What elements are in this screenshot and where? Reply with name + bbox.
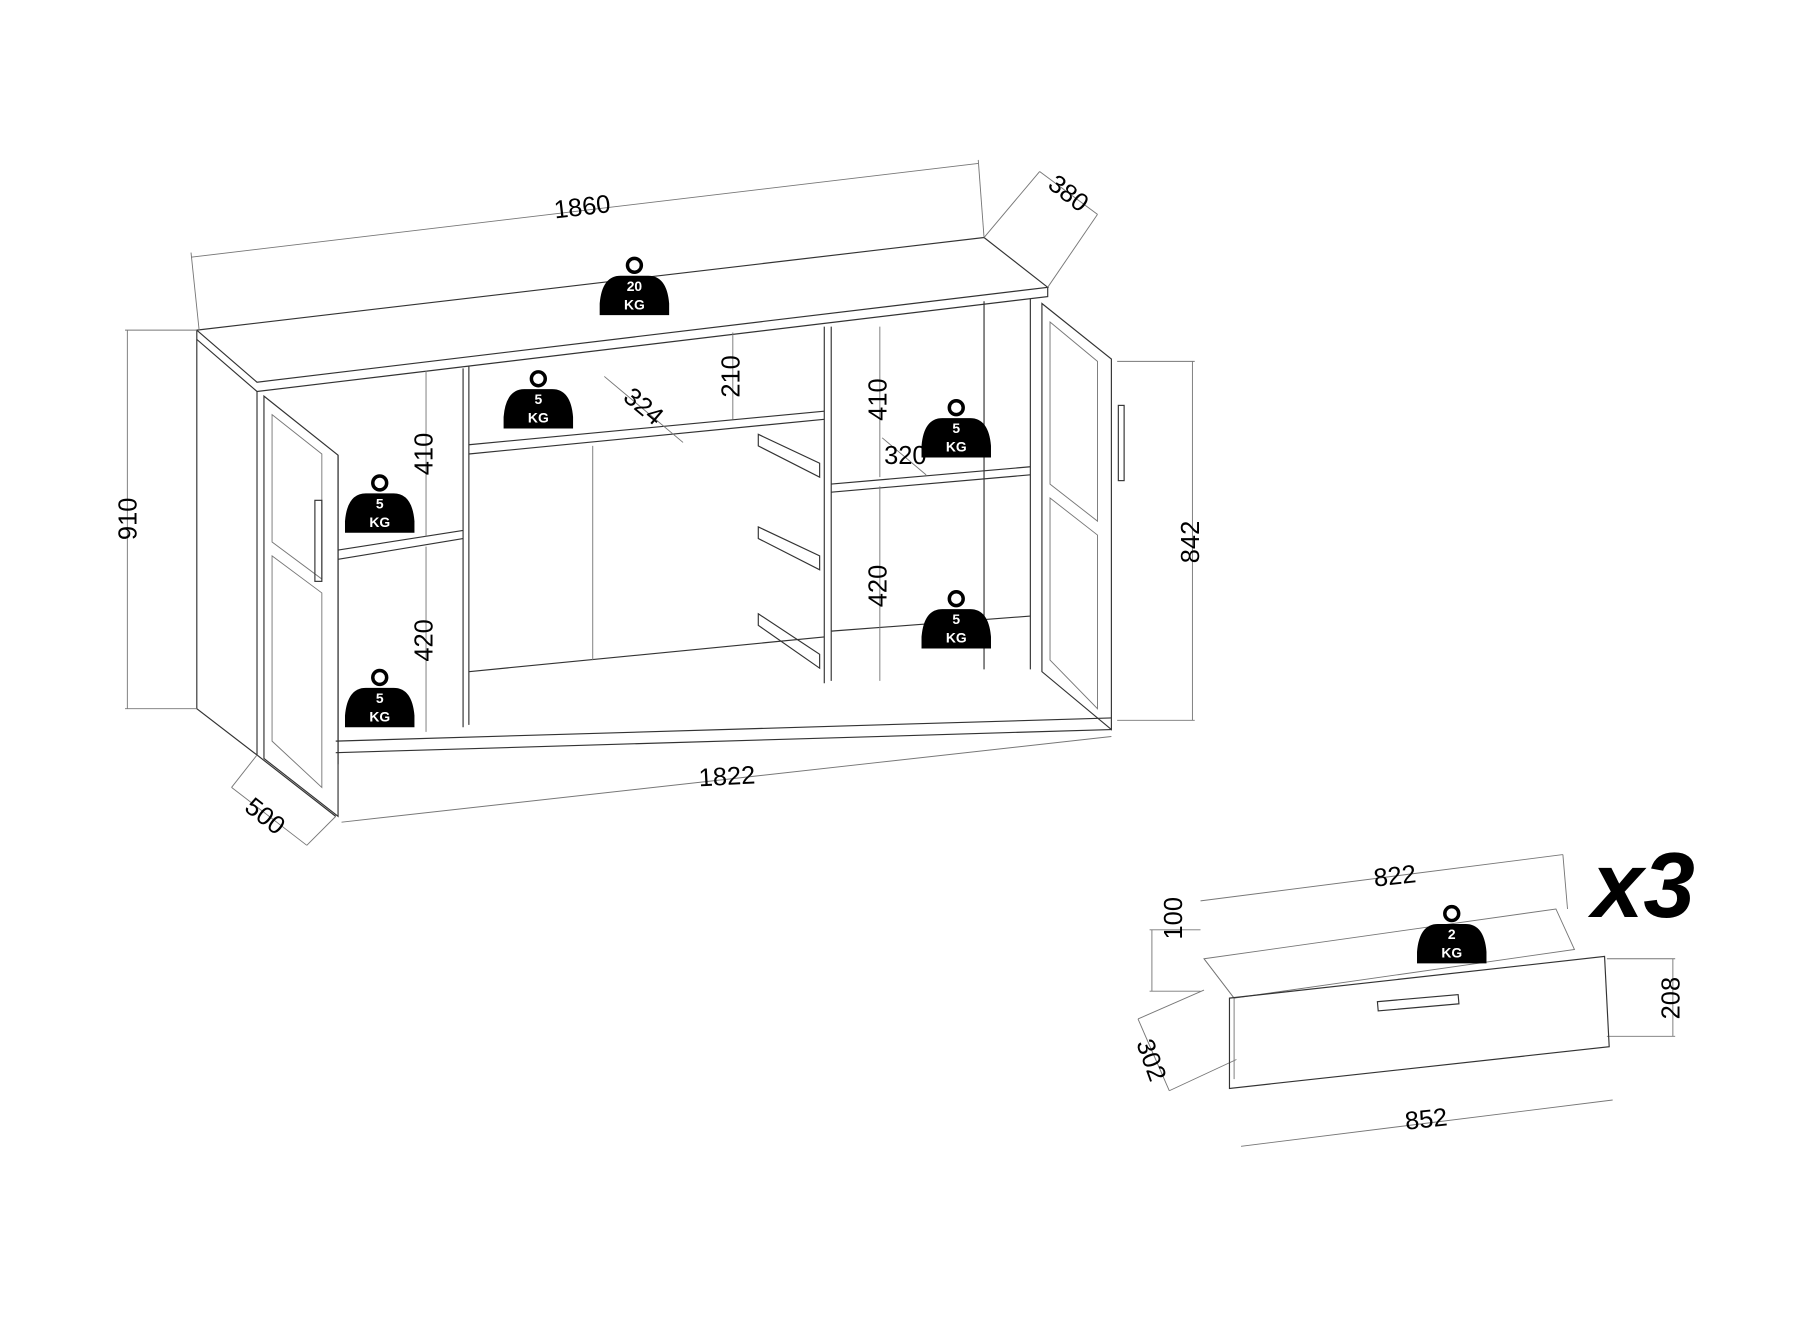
- svg-text:2: 2: [1448, 926, 1456, 942]
- dim-depth-top: 380: [1043, 170, 1094, 218]
- dim-width-top: 1860: [552, 190, 611, 224]
- svg-text:5: 5: [376, 690, 384, 706]
- svg-text:KG: KG: [369, 514, 390, 530]
- dimension-labels: 1860 380 910 842 1822 500 410 420 324 21…: [114, 170, 1685, 1136]
- weight-badge-right-bottom: 5KG: [921, 590, 991, 649]
- dim-drawer-front-width: 852: [1404, 1103, 1449, 1135]
- sideboard-drawing: [195, 236, 1125, 818]
- weight-badge-left-bottom: 5KG: [344, 668, 415, 728]
- dim-drawer-depth: 302: [1130, 1035, 1171, 1084]
- weight-badge-right-shelf: 5KG: [921, 399, 991, 458]
- drawer-drawing: [1203, 908, 1610, 1090]
- svg-text:5: 5: [376, 495, 384, 511]
- dim-inner-height: 842: [1177, 521, 1205, 563]
- svg-text:KG: KG: [528, 410, 549, 426]
- dim-width-bottom: 1822: [698, 761, 756, 792]
- dim-left-upper: 410: [411, 433, 439, 475]
- svg-text:5: 5: [534, 391, 542, 407]
- dim-left-lower: 420: [411, 619, 439, 661]
- weight-badge-drawer: 2KG: [1417, 904, 1487, 964]
- dim-right-shelf-depth: 320: [884, 442, 926, 470]
- svg-text:5: 5: [952, 611, 960, 627]
- svg-text:5: 5: [952, 420, 960, 436]
- svg-text:KG: KG: [369, 708, 390, 724]
- svg-text:KG: KG: [624, 296, 645, 312]
- dim-drawer-inner-width: 822: [1372, 860, 1417, 892]
- dim-right-upper: 410: [865, 378, 893, 420]
- svg-text:KG: KG: [1441, 945, 1462, 961]
- dimension-lines: [125, 159, 1676, 1147]
- dim-center-upper: 210: [718, 355, 746, 397]
- svg-text:KG: KG: [946, 630, 967, 646]
- svg-text:KG: KG: [946, 439, 967, 455]
- dim-height: 910: [114, 498, 142, 540]
- drawer-quantity-label: x3: [1587, 833, 1695, 937]
- dim-drawer-front-height: 208: [1658, 977, 1686, 1019]
- drawer-runners: [757, 433, 821, 670]
- dim-drawer-side-height: 100: [1160, 897, 1188, 939]
- weight-badge-left-shelf: 5KG: [344, 474, 415, 533]
- dim-right-lower: 420: [865, 565, 893, 607]
- weight-badge-center-shelf: 5KG: [503, 370, 574, 429]
- svg-text:20: 20: [627, 278, 643, 294]
